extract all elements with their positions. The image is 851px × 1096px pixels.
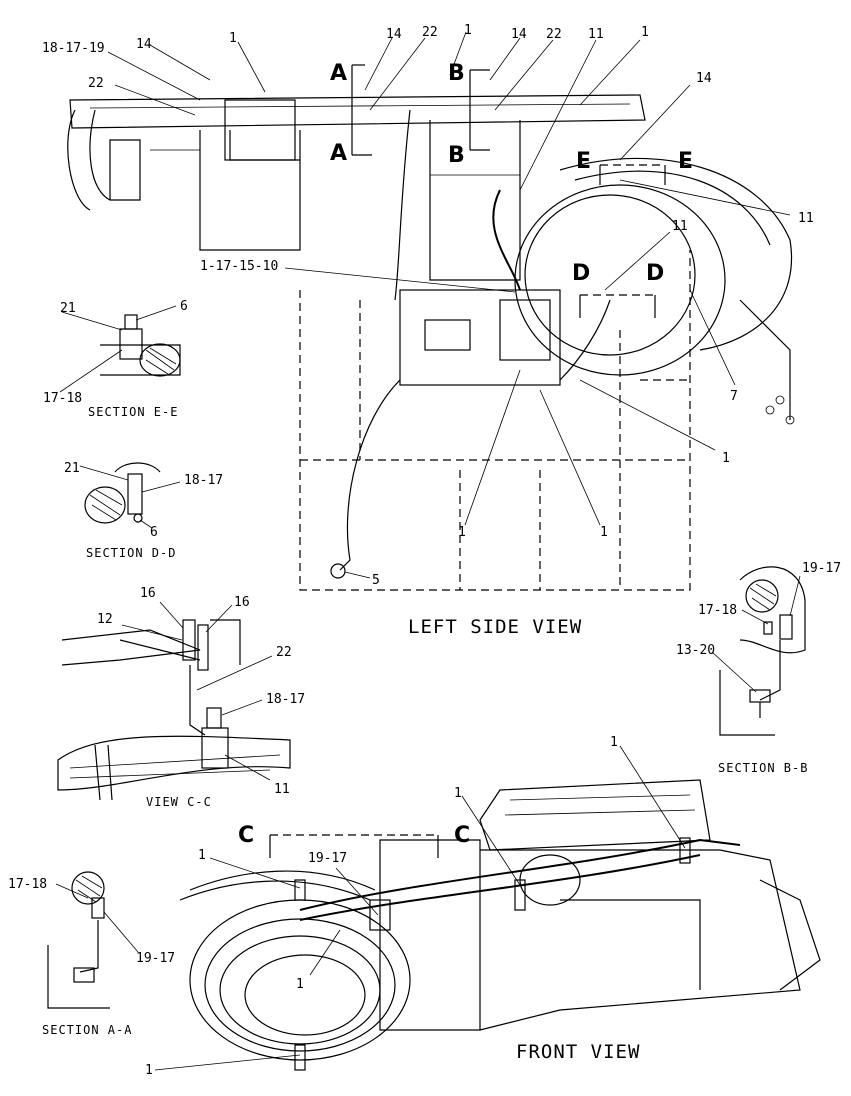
callout-1: 1 [641,25,649,40]
callout-19-17: 19-17 [308,851,347,866]
left-side-view-drawing [67,94,795,591]
cut-letter-b-bottom: B [448,143,465,168]
callout-11: 11 [798,211,814,226]
callout-18-17: 18-17 [184,473,223,488]
callout-1: 1 [458,525,466,540]
callout-1: 1 [722,451,730,466]
cut-letter-c-right: C [454,823,470,848]
callout-1: 1 [198,848,206,863]
cut-letter-a-top: A [330,61,347,86]
callout-1: 1 [229,31,237,46]
callout-5: 5 [372,573,380,588]
callout-12: 12 [97,612,113,627]
callout-1: 1 [464,23,472,38]
cut-letter-d-left: D [572,261,590,286]
cut-letter-a-bottom: A [330,141,347,166]
callouts-front-view: 1 1 1 19-17 1 1 FRONT VIEW [145,735,640,1078]
callout-16: 16 [234,595,250,610]
cut-letter-c-left: C [238,823,254,848]
front-view-drawing [179,779,821,1071]
cut-letter-d-right: D [646,261,664,286]
callout-1: 1 [600,525,608,540]
view-c-c: 16 16 12 22 18-17 11 VIEW C-C [57,586,305,809]
callout-11: 11 [588,27,604,42]
callout-18-17-19: 18-17-19 [42,41,105,56]
leader-lines-left-view [107,31,791,579]
callout-16: 16 [140,586,156,601]
callouts-left-view: 18-17-19 14 1 22 14 22 1 14 22 11 1 14 1… [42,23,814,638]
cut-letter-e-right: E [678,149,693,174]
section-a-a-title: SECTION A-A [42,1023,132,1037]
callout-22: 22 [276,645,292,660]
callout-22: 22 [88,76,104,91]
cut-markers-front-view: C C [238,823,470,858]
section-e-e: 21 6 17-18 SECTION E-E [43,299,188,419]
callout-21: 21 [64,461,80,476]
callout-11: 11 [672,219,688,234]
section-d-d: 21 18-17 6 SECTION D-D [64,461,223,560]
section-e-e-title: SECTION E-E [88,405,178,419]
callout-22: 22 [422,25,438,40]
callout-13-20: 13-20 [676,643,715,658]
section-b-b-title: SECTION B-B [718,761,808,775]
callout-6: 6 [180,299,188,314]
callout-1-17-15-10: 1-17-15-10 [200,259,278,274]
callout-1: 1 [296,977,304,992]
callout-1: 1 [610,735,618,750]
section-d-d-title: SECTION D-D [86,546,176,560]
callout-17-18: 17-18 [8,877,47,892]
cut-letter-e-left: E [576,149,591,174]
cut-markers-left-view: A A B B E E D D [330,61,693,318]
callout-6: 6 [150,525,158,540]
left-side-view-title: LEFT SIDE VIEW [408,616,582,638]
callout-14: 14 [136,37,152,52]
callout-17-18: 17-18 [43,391,82,406]
callout-17-18: 17-18 [698,603,737,618]
callout-19-17: 19-17 [136,951,175,966]
callout-11: 11 [274,782,290,797]
cut-letter-b-top: B [448,61,465,86]
section-b-b: 19-17 17-18 13-20 SECTION B-B [676,561,841,775]
front-view-title: FRONT VIEW [516,1041,640,1063]
callout-14: 14 [386,27,402,42]
callout-14: 14 [511,27,527,42]
callout-1: 1 [454,786,462,801]
callout-7: 7 [730,389,738,404]
callout-21: 21 [60,301,76,316]
callout-14: 14 [696,71,712,86]
callout-18-17: 18-17 [266,692,305,707]
view-c-c-title: VIEW C-C [146,795,212,809]
callout-22: 22 [546,27,562,42]
callout-19-17: 19-17 [802,561,841,576]
section-a-a: 17-18 19-17 SECTION A-A [8,871,175,1037]
leader-lines-front-view [154,745,686,1071]
callout-1: 1 [145,1063,153,1078]
